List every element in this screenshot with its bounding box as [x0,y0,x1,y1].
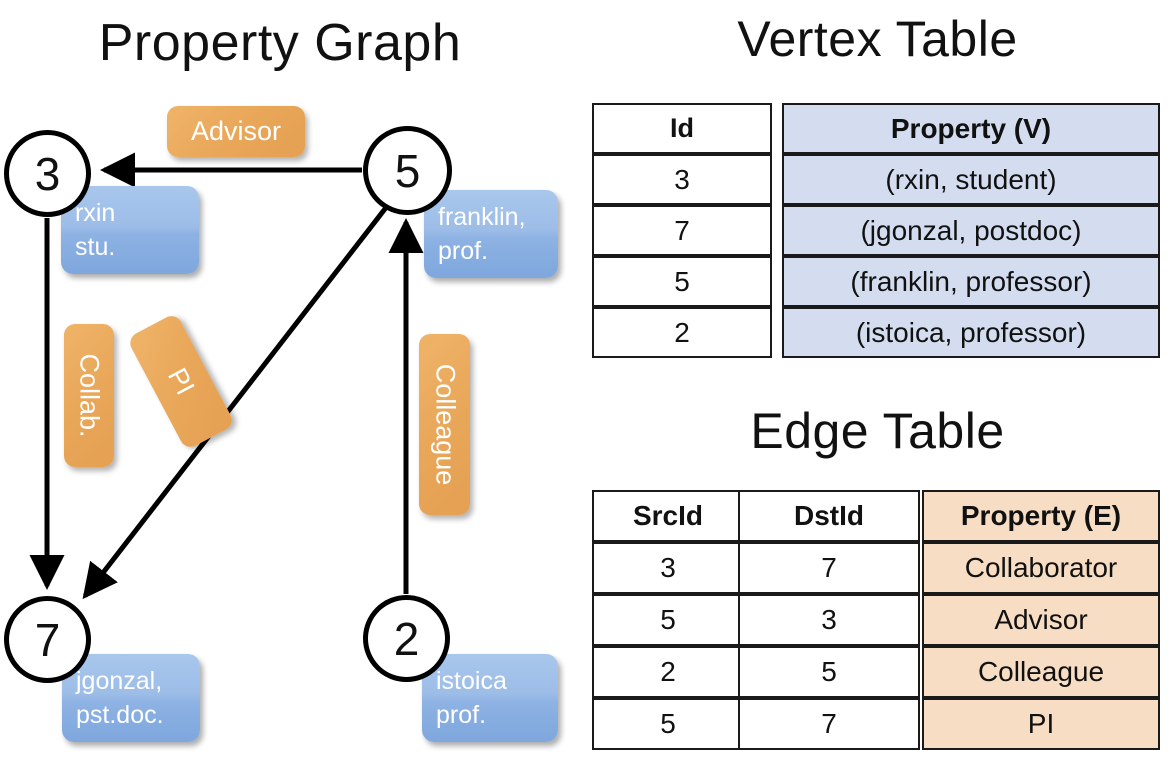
edge-table-cell-srcid: 5 [592,698,744,750]
vertex-table-property-column: Property (V) (rxin, student) (jgonzal, p… [782,103,1160,358]
edge-label-collab-text: Collab. [74,353,105,438]
table-header-row: Property (E) [922,490,1160,542]
table-row: 5 [738,646,920,698]
table-row: Collaborator [922,542,1160,594]
edge-table-cell-dstid: 3 [738,594,920,646]
table-row: 3 [592,542,744,594]
vertex-table-cell-property: (franklin, professor) [782,256,1160,307]
vertex-property-box-jgonzal-line2: pst.doc. [76,701,164,729]
table-row: 7 [738,698,920,750]
graph-edges-svg [29,152,424,600]
vertex-table-header-property: Property (V) [782,103,1160,154]
table-row: Colleague [922,646,1160,698]
table-row: 7 [592,205,772,256]
vertex-property-box-rxin-line2: stu. [75,233,116,261]
table-header-row: DstId [738,490,920,542]
graph-node-7-label: 7 [34,613,61,666]
vertex-property-box-jgonzal: jgonzal, pst.doc. [62,654,200,742]
vertex-table-cell-property: (rxin, student) [782,154,1160,205]
vertex-table-header-id: Id [592,103,772,154]
table-row: 5 [592,594,744,646]
vertex-table-cell-property: (istoica, professor) [782,307,1160,358]
table-header-row: Property (V) [782,103,1160,154]
vertex-table-cell-property: (jgonzal, postdoc) [782,205,1160,256]
edge-table-property-column: Property (E) Collaborator Advisor Collea… [922,490,1160,750]
edge-table-cell-srcid: 3 [592,542,744,594]
edge-label-pi-text: PI [162,362,201,400]
edge-table-header-srcid: SrcId [592,490,744,542]
vertex-property-box-rxin: rxin stu. [61,186,199,274]
vertex-property-box-istoica: istoica prof. [422,654,558,742]
graph-node-3[interactable]: 3 [4,130,91,217]
edge-table-cell-dstid: 5 [738,646,920,698]
table-row: 5 [592,256,772,307]
table-row: 2 [592,646,744,698]
table-row: (rxin, student) [782,154,1160,205]
graph-node-2-label: 2 [393,612,420,665]
edge-label-colleague-text: Colleague [430,363,460,486]
graph-node-2[interactable]: 2 [363,595,450,682]
graph-node-5-label: 5 [394,144,421,197]
vertex-property-box-jgonzal-line1: jgonzal, [76,667,163,695]
vertex-property-box-rxin-line1: rxin [75,199,116,227]
property-graph-panel: Property Graph Advisor Collab. PI Collea… [4,14,558,742]
vertex-table-cell-id: 7 [592,205,772,256]
table-header-row: Id [592,103,772,154]
table-row: (istoica, professor) [782,307,1160,358]
edge-table-cell-srcid: 2 [592,646,744,698]
vertex-table-id-column: Id 3 7 5 2 [592,103,772,358]
vertex-table-cell-id: 2 [592,307,772,358]
table-row: PI [922,698,1160,750]
vertex-property-box-istoica-line2: prof. [436,701,487,729]
edge-label-advisor: Advisor [167,106,305,157]
page-title-vertex-table: Vertex Table [737,11,1018,67]
graph-node-5[interactable]: 5 [363,126,452,215]
edge-table-cell-dstid: 7 [738,698,920,750]
edge-table-cell-srcid: 5 [592,594,744,646]
edge-table-cell-property: Collaborator [922,542,1160,594]
page-title-edge-table: Edge Table [750,403,1005,459]
edge-table-header-dstid: DstId [738,490,920,542]
edge-table-dstid-column: DstId 7 3 5 7 [738,490,920,750]
graph-node-7[interactable]: 7 [4,596,91,683]
table-row: (jgonzal, postdoc) [782,205,1160,256]
table-row: Advisor [922,594,1160,646]
vertex-table-cell-id: 3 [592,154,772,205]
edge-table-cell-property: Advisor [922,594,1160,646]
edge-table-srcid-column: SrcId 3 5 2 5 [592,490,744,750]
edge-label-collab: Collab. [64,324,114,467]
table-row: 2 [592,307,772,358]
table-header-row: SrcId [592,490,744,542]
table-row: 3 [738,594,920,646]
vertex-property-box-istoica-line1: istoica [436,667,507,695]
graph-node-3-label: 3 [34,147,61,200]
vertex-property-box-franklin: franklin, prof. [424,190,558,278]
edge-arrow-5-to-7 [82,203,390,600]
table-row: 5 [592,698,744,750]
vertex-property-box-franklin-line1: franklin, [438,203,526,231]
edge-table-cell-property: PI [922,698,1160,750]
table-row: (franklin, professor) [782,256,1160,307]
vertex-property-box-franklin-line2: prof. [438,237,489,265]
edge-table-header-property: Property (E) [922,490,1160,542]
table-row: 7 [738,542,920,594]
vertex-table-cell-id: 5 [592,256,772,307]
table-row: 3 [592,154,772,205]
edge-label-colleague: Colleague [419,334,470,515]
edge-table-cell-property: Colleague [922,646,1160,698]
edge-table-cell-dstid: 7 [738,542,920,594]
edge-label-advisor-text: Advisor [190,116,282,146]
page-title-property-graph: Property Graph [98,14,462,72]
